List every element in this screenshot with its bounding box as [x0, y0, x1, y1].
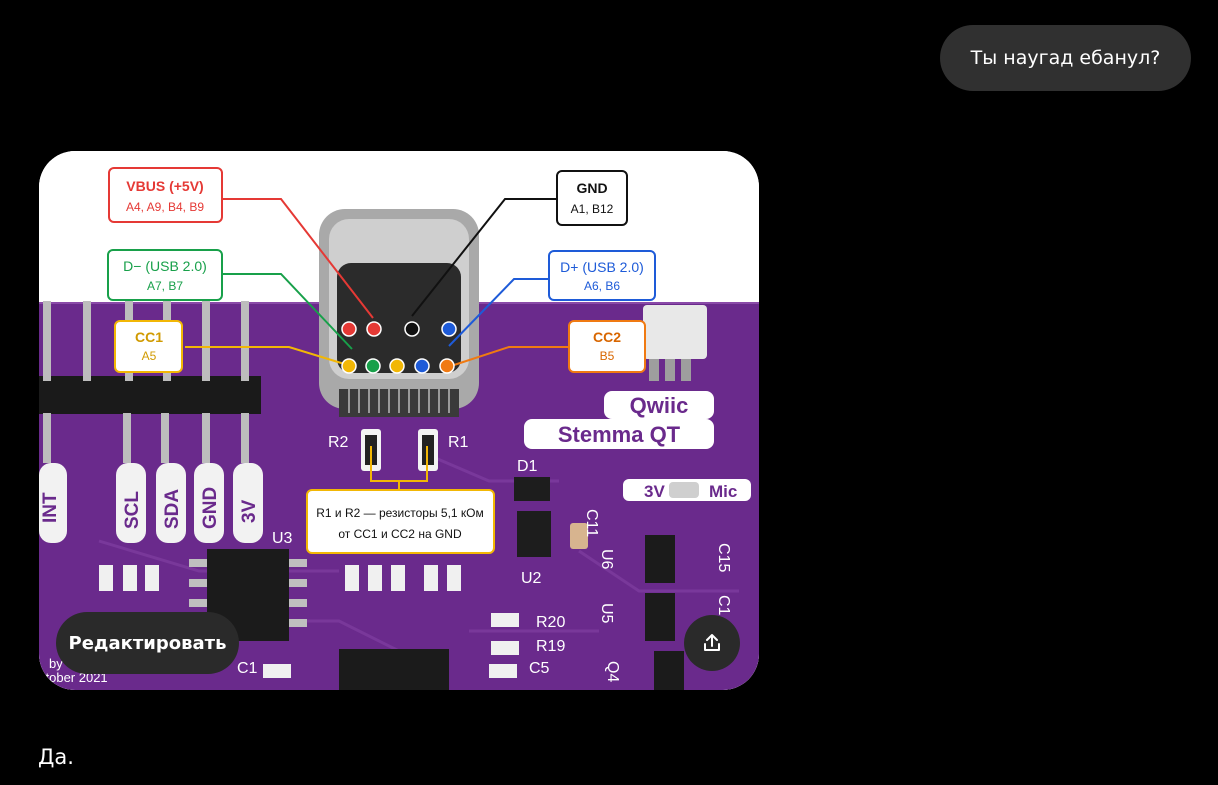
vbus-title: VBUS (+5V) [126, 178, 203, 194]
resistor-note-line2: от CC1 и CC2 на GND [338, 527, 462, 541]
ref-u5: U5 [598, 603, 615, 624]
ref-u3: U3 [272, 530, 293, 547]
qwiic-connector [643, 305, 707, 359]
ref-c1-right: C1 [715, 595, 732, 616]
cc2-title: CC2 [593, 329, 621, 345]
ref-r1: R1 [448, 434, 469, 451]
resistor-note-callout [306, 489, 495, 554]
footer-by: by [49, 656, 63, 671]
edit-button-label: Редактировать [68, 632, 227, 654]
gnd-pins: A1, B12 [571, 202, 614, 216]
share-upload-icon [704, 634, 720, 651]
dminus-callout [107, 249, 223, 301]
stemma-logo: Stemma QT [558, 422, 681, 447]
toggle-label-mic: Mic [709, 482, 737, 501]
vbus-callout [108, 167, 223, 223]
ref-c11: C11 [583, 509, 600, 537]
attached-image[interactable]: INT SCL SDA GND 3V [39, 151, 759, 690]
pin-label-int: INT [40, 492, 61, 523]
share-button[interactable] [684, 615, 740, 671]
ref-c5: C5 [529, 660, 550, 677]
cc1-title: CC1 [135, 329, 163, 345]
gnd-title: GND [576, 180, 607, 196]
dminus-pins: A7, B7 [147, 279, 183, 293]
cc2-pins: B5 [600, 349, 615, 363]
cc2-callout [568, 320, 646, 373]
cc1-pins: A5 [142, 349, 157, 363]
pin-label-3v: 3V [239, 499, 260, 523]
pcb-diagram: INT SCL SDA GND 3V [39, 151, 759, 690]
dplus-callout [548, 250, 656, 301]
ref-r20: R20 [536, 614, 565, 631]
dminus-title: D− (USB 2.0) [123, 258, 207, 274]
edit-button[interactable]: Редактировать [56, 612, 239, 674]
pin-dots [341, 321, 457, 374]
dplus-pins: A6, B6 [584, 279, 620, 293]
pin-label-scl: SCL [122, 491, 143, 529]
ref-u6: U6 [598, 549, 615, 570]
assistant-message: Да. [38, 745, 74, 769]
pin-label-sda: SDA [162, 489, 183, 529]
cc1-callout [114, 320, 183, 373]
ref-c15: C15 [715, 543, 732, 572]
user-message-bubble: Ты наугад ебанул? [940, 25, 1191, 91]
qwiic-logo: Qwiic [630, 393, 689, 418]
toggle-label-3v: 3V [644, 482, 665, 501]
dplus-title: D+ (USB 2.0) [560, 259, 644, 275]
ref-r19: R19 [536, 638, 565, 655]
ref-d1: D1 [517, 458, 538, 475]
ref-u2: U2 [521, 570, 542, 587]
ref-q4: Q4 [604, 661, 621, 682]
pin-label-gnd: GND [200, 487, 221, 529]
ref-c1-left: C1 [237, 660, 258, 677]
usb-c-connector [319, 209, 479, 417]
user-message-text: Ты наугад ебанул? [970, 47, 1161, 69]
gnd-callout [556, 170, 628, 226]
resistor-note-line1: R1 и R2 — резисторы 5,1 кОм [316, 506, 484, 520]
vbus-pins: A4, A9, B4, B9 [126, 200, 204, 214]
ref-r2: R2 [328, 434, 349, 451]
